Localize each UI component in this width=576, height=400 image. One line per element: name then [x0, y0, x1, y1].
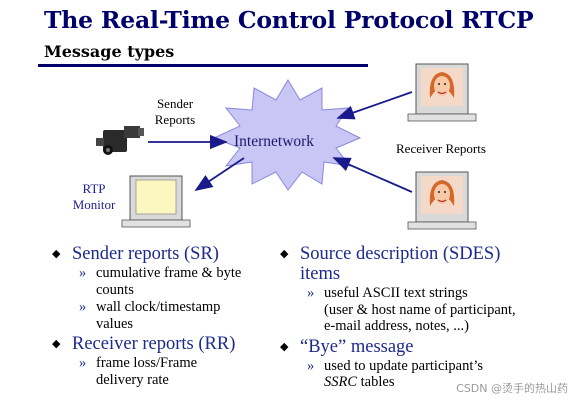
bullet-title-line2: items: [300, 264, 341, 284]
sub-bullet: » wall clock/timestamp values: [52, 299, 284, 332]
raquo-bullet-icon: »: [79, 265, 87, 281]
bullet-title: Sender reports (SR): [72, 244, 219, 264]
diamond-bullet-icon: ◆: [280, 340, 289, 353]
sub-bullet: » used to update participant’s SSRC tabl…: [280, 358, 570, 391]
arrow-receiver2-to-network: [332, 157, 413, 193]
bullet-title: Receiver reports (RR): [72, 334, 236, 354]
csdn-watermark: CSDN @烫手的热山药: [456, 382, 568, 395]
raquo-bullet-icon: »: [79, 299, 87, 315]
ssrc-term: SSRC: [324, 374, 358, 390]
sub-bullet-line: values: [96, 315, 134, 332]
arrow-receiver1-to-network: [336, 91, 413, 120]
sub-bullet-line: delivery rate: [96, 371, 169, 388]
bullet-sdes: ◆ Source description (SDES) items: [280, 244, 570, 284]
bullet-title-line1: Source description (SDES): [300, 244, 501, 264]
right-bullet-column: ◆ Source description (SDES) items » usef…: [280, 244, 570, 392]
sub-bullet: » cumulative frame & byte counts: [52, 265, 284, 298]
sub-bullet-line: cumulative frame & byte: [96, 265, 242, 281]
diamond-bullet-icon: ◆: [52, 338, 61, 350]
sub-bullet-line: frame loss/Frame: [96, 355, 198, 371]
sender-reports-label-line2: Reports: [154, 112, 196, 127]
rtp-monitor-label-line1: RTP: [82, 181, 106, 196]
title-underline: [38, 64, 368, 67]
bullet-sender-reports: ◆ Sender reports (SR): [52, 244, 284, 264]
arrow-network-to-monitor: [194, 157, 245, 191]
bullet-bye-message: ◆ “Bye” message: [280, 337, 570, 357]
raquo-bullet-icon: »: [307, 357, 315, 374]
sub-bullet-line: e-mail address, notes, ...): [324, 318, 469, 334]
sub-bullet-line: counts: [96, 281, 134, 298]
sender-reports-label: Sender Reports: [148, 96, 202, 128]
rtp-monitor-label-line2: Monitor: [72, 197, 116, 212]
diamond-bullet-icon: ◆: [280, 248, 289, 260]
bullet-receiver-reports: ◆ Receiver reports (RR): [52, 334, 284, 354]
receiver-computer-icon-2: [407, 171, 477, 230]
video-camera-icon: [96, 126, 144, 155]
rtp-monitor-label: RTP Monitor: [66, 181, 122, 213]
slide-title: The Real-Time Control Protocol RTCP: [44, 6, 534, 34]
sub-bullet-line: used to update participant’s: [324, 357, 484, 374]
diamond-bullet-icon: ◆: [52, 248, 61, 260]
diagram-canvas: [96, 63, 477, 230]
bullet-title: “Bye” message: [300, 336, 414, 357]
sub-bullet-line: (user & host name of participant,: [324, 301, 516, 318]
sub-bullet-text: tables: [357, 374, 395, 390]
left-bullet-column: ◆ Sender reports (SR) » cumulative frame…: [52, 244, 284, 389]
internetwork-label: Internetwork: [234, 133, 315, 150]
sub-bullet: » useful ASCII text strings (user & host…: [280, 285, 570, 335]
raquo-bullet-icon: »: [79, 355, 87, 371]
sender-reports-label-line1: Sender: [156, 96, 194, 111]
sub-bullet-line: SSRC tables: [324, 374, 570, 391]
sub-bullet-line: wall clock/timestamp: [96, 299, 221, 315]
raquo-bullet-icon: »: [307, 285, 315, 301]
sub-bullet: » frame loss/Frame delivery rate: [52, 355, 284, 388]
receiver-reports-label: Receiver Reports: [396, 141, 486, 156]
slide-subtitle: Message types: [44, 42, 175, 61]
rtp-monitor-computer-icon: [121, 175, 191, 228]
sub-bullet-line: useful ASCII text strings: [324, 285, 468, 301]
receiver-computer-icon-1: [407, 63, 477, 122]
